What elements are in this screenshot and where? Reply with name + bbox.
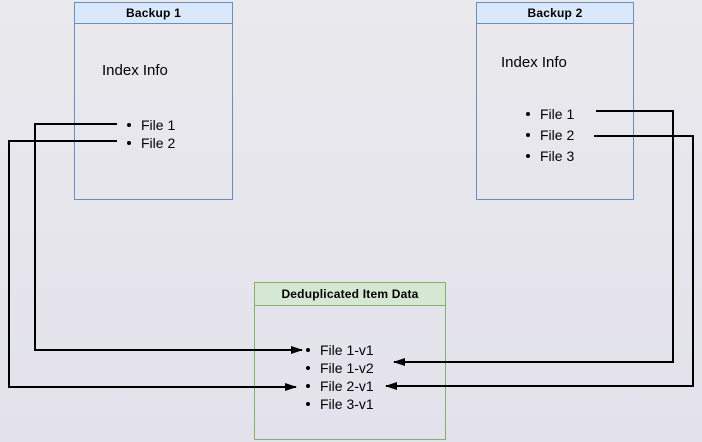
- bullet-icon: [127, 141, 131, 145]
- backup2-title: Backup 2: [477, 3, 633, 24]
- list-item: File 2: [127, 134, 175, 152]
- list-item: File 2: [526, 124, 574, 145]
- bullet-icon: [526, 153, 530, 158]
- backup2-node: Backup 2 Index Info File 1 File 2 File 3: [476, 2, 634, 200]
- backup1-file-1-label: File 1: [141, 117, 176, 133]
- dedup-file-1-v1-label: File 1-v1: [320, 342, 374, 358]
- bullet-icon: [127, 123, 131, 127]
- bullet-icon: [306, 402, 310, 406]
- list-item: File 1: [127, 116, 175, 134]
- dedup-file-2-v1-label: File 2-v1: [320, 378, 374, 394]
- backup2-file-list: File 1 File 2 File 3: [526, 103, 574, 166]
- list-item: File 3: [526, 145, 574, 166]
- bullet-icon: [526, 132, 530, 137]
- backup1-index-info-label: Index Info: [102, 62, 168, 79]
- backup1-file-2-label: File 2: [141, 135, 176, 151]
- backup1-node: Backup 1 Index Info File 1 File 2: [74, 2, 233, 200]
- bullet-icon: [306, 366, 310, 370]
- list-item: File 1-v2: [306, 359, 374, 377]
- backup1-file-list: File 1 File 2: [127, 116, 175, 152]
- backup2-file-3-label: File 3: [540, 147, 575, 164]
- backup2-file-1-label: File 1: [540, 105, 575, 122]
- bullet-icon: [306, 348, 310, 352]
- backup2-index-info-label: Index Info: [501, 54, 567, 71]
- bullet-icon: [306, 384, 310, 388]
- bullet-icon: [526, 111, 530, 116]
- list-item: File 3-v1: [306, 395, 374, 413]
- backup1-title: Backup 1: [75, 3, 232, 24]
- list-item: File 2-v1: [306, 377, 374, 395]
- dedup-node: Deduplicated Item Data File 1-v1 File 1-…: [254, 282, 446, 440]
- list-item: File 1: [526, 103, 574, 124]
- dedup-file-3-v1-label: File 3-v1: [320, 396, 374, 412]
- dedup-file-list: File 1-v1 File 1-v2 File 2-v1 File 3-v1: [306, 341, 374, 413]
- list-item: File 1-v1: [306, 341, 374, 359]
- backup2-file-2-label: File 2: [540, 126, 575, 143]
- dedup-file-1-v2-label: File 1-v2: [320, 360, 374, 376]
- dedup-title: Deduplicated Item Data: [255, 283, 445, 306]
